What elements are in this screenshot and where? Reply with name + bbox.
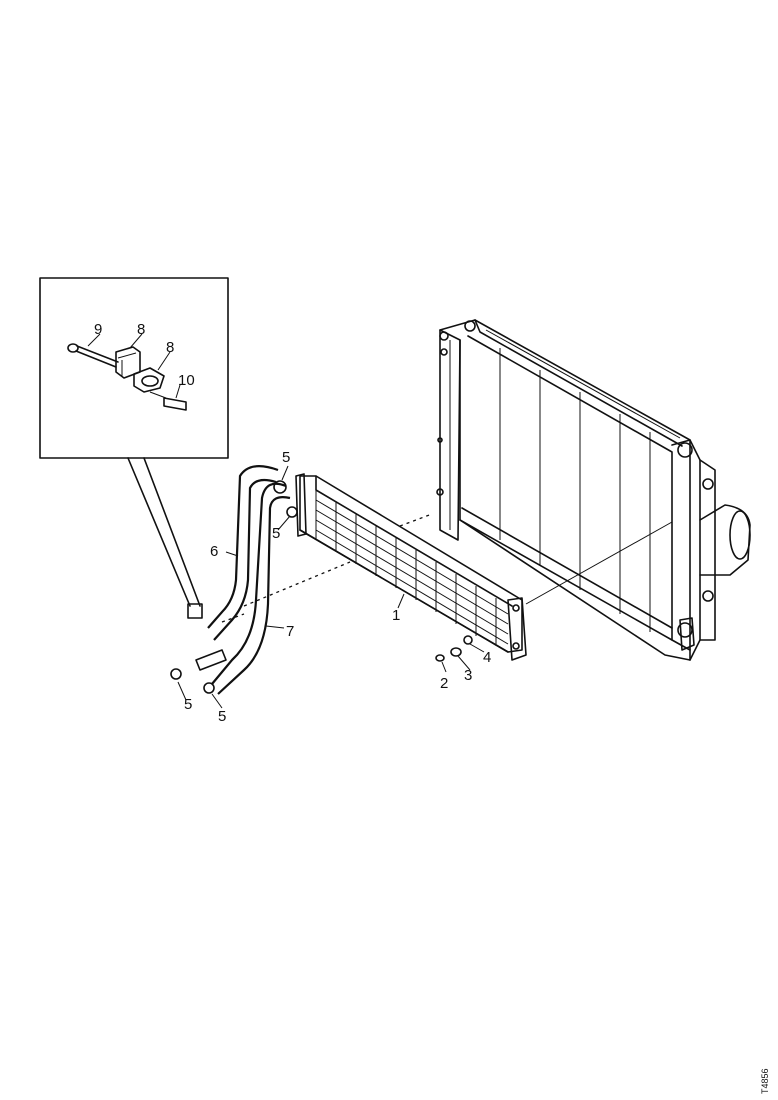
- bracket-part-8: [115, 346, 165, 393]
- callout-numbers: 1 2 3 4 5 5 5 5 6 7 8 8 9 10: [94, 321, 491, 725]
- callout-5-mid: 5: [272, 525, 280, 542]
- callout-9: 9: [94, 321, 102, 338]
- callout-6: 6: [210, 543, 218, 560]
- callout-8-right: 8: [166, 339, 174, 356]
- bolt-part-9: [67, 343, 119, 368]
- callout-3: 3: [464, 667, 472, 684]
- detail-inset: [39, 277, 229, 607]
- fasteners-2-3-4: [435, 635, 473, 662]
- callout-7: 7: [286, 623, 294, 640]
- callout-5-top: 5: [282, 449, 290, 466]
- callout-8-top: 8: [137, 321, 145, 338]
- callout-4: 4: [483, 649, 491, 666]
- callout-2: 2: [440, 675, 448, 692]
- hose-part-7: [211, 482, 291, 695]
- callout-leaders: [177, 465, 485, 709]
- callout-1: 1: [392, 607, 400, 624]
- hose-part-6: [207, 465, 279, 641]
- assembly-lines: [221, 513, 673, 623]
- oil-cooler-part-1: [295, 473, 527, 661]
- callout-5-bottom-right: 5: [218, 708, 226, 725]
- drawing-reference: T4856: [760, 1068, 770, 1094]
- hose-fittings: [170, 480, 298, 694]
- radiator: [436, 319, 751, 661]
- callout-10: 10: [178, 372, 195, 389]
- callout-5-bottom-left: 5: [184, 696, 192, 713]
- sleeve-part-10: [149, 391, 187, 411]
